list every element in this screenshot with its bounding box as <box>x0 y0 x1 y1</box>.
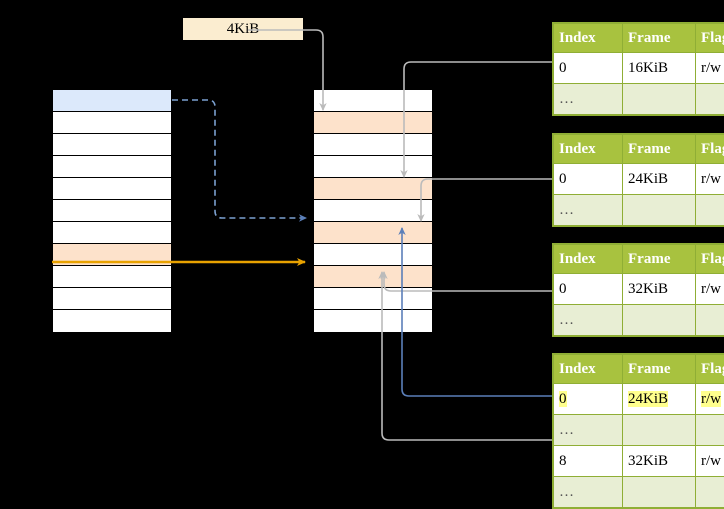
memory-row <box>53 288 171 310</box>
column-header-flags: Flags <box>696 355 724 384</box>
wire-left-row0-to-mid-row7 <box>172 100 306 218</box>
memory-row <box>53 134 171 156</box>
memory-row <box>53 244 171 266</box>
physical-memory-column <box>313 89 433 331</box>
memory-row <box>314 134 432 156</box>
table-row: … <box>554 84 724 115</box>
memory-row <box>314 156 432 178</box>
memory-row <box>314 244 432 266</box>
cell-frame <box>623 84 696 115</box>
cell-frame: 24KiB <box>623 384 696 415</box>
page-table-1: IndexFrameFlags016KiBr/w… <box>552 22 724 116</box>
memory-row <box>314 222 432 244</box>
cell-frame: 32KiB <box>623 446 696 477</box>
cell-flags <box>696 415 724 446</box>
cell-flags <box>696 305 724 336</box>
cell-index: … <box>554 477 623 508</box>
column-header-index: Index <box>554 135 623 164</box>
memory-row <box>53 178 171 200</box>
page-table-2: IndexFrameFlags024KiBr/w… <box>552 133 724 227</box>
cell-index: … <box>554 84 623 115</box>
cell-index: 0 <box>554 274 623 305</box>
column-header-flags: Flags <box>696 245 724 274</box>
memory-row <box>314 112 432 134</box>
wire-pt2-to-mid-row7 <box>421 179 552 221</box>
column-header-flags: Flags <box>696 24 724 53</box>
memory-row <box>53 266 171 288</box>
column-header-frame: Frame <box>623 135 696 164</box>
frame-size-text: 4KiB <box>227 21 260 38</box>
cell-frame <box>623 195 696 226</box>
memory-row <box>53 200 171 222</box>
column-header-frame: Frame <box>623 355 696 384</box>
cell-index: 0 <box>554 384 623 415</box>
table-row: … <box>554 195 724 226</box>
table-row: … <box>554 415 724 446</box>
cell-index: 0 <box>554 164 623 195</box>
cell-frame: 24KiB <box>623 164 696 195</box>
memory-row <box>314 90 432 112</box>
table-row: … <box>554 477 724 508</box>
cell-flags: r/w <box>696 164 724 195</box>
frame-size-label: 4KiB <box>183 18 303 40</box>
cell-flags <box>696 477 724 508</box>
column-header-frame: Frame <box>623 245 696 274</box>
page-table-3: IndexFrameFlags032KiBr/w… <box>552 243 724 337</box>
memory-row <box>53 90 171 112</box>
cell-index: 8 <box>554 446 623 477</box>
column-header-index: Index <box>554 245 623 274</box>
cell-index: 0 <box>554 53 623 84</box>
column-header-frame: Frame <box>623 24 696 53</box>
wire-chip-to-mid-row2 <box>248 30 323 110</box>
cell-frame <box>623 305 696 336</box>
column-header-flags: Flags <box>696 135 724 164</box>
memory-row <box>53 112 171 134</box>
memory-row <box>53 310 171 332</box>
memory-row <box>314 288 432 310</box>
column-header-index: Index <box>554 24 623 53</box>
cell-index: … <box>554 415 623 446</box>
virtual-address-space-column <box>52 89 172 331</box>
cell-index: … <box>554 195 623 226</box>
cell-flags: r/w <box>696 384 724 415</box>
table-row: … <box>554 305 724 336</box>
diagram-canvas: 4KiB IndexFrameFlags016KiBr/w… IndexFram… <box>0 0 724 482</box>
memory-row <box>314 178 432 200</box>
cell-frame: 32KiB <box>623 274 696 305</box>
cell-frame <box>623 477 696 508</box>
memory-row <box>53 156 171 178</box>
cell-index: … <box>554 305 623 336</box>
cell-flags: r/w <box>696 274 724 305</box>
memory-row <box>314 200 432 222</box>
cell-frame: 16KiB <box>623 53 696 84</box>
memory-row <box>314 310 432 332</box>
column-header-index: Index <box>554 355 623 384</box>
cell-flags <box>696 84 724 115</box>
cell-flags <box>696 195 724 226</box>
page-table-4: IndexFrameFlags024KiBr/w…832KiBr/w… <box>552 353 724 509</box>
cell-flags: r/w <box>696 53 724 84</box>
memory-row <box>314 266 432 288</box>
memory-row <box>53 222 171 244</box>
cell-frame <box>623 415 696 446</box>
cell-flags: r/w <box>696 446 724 477</box>
